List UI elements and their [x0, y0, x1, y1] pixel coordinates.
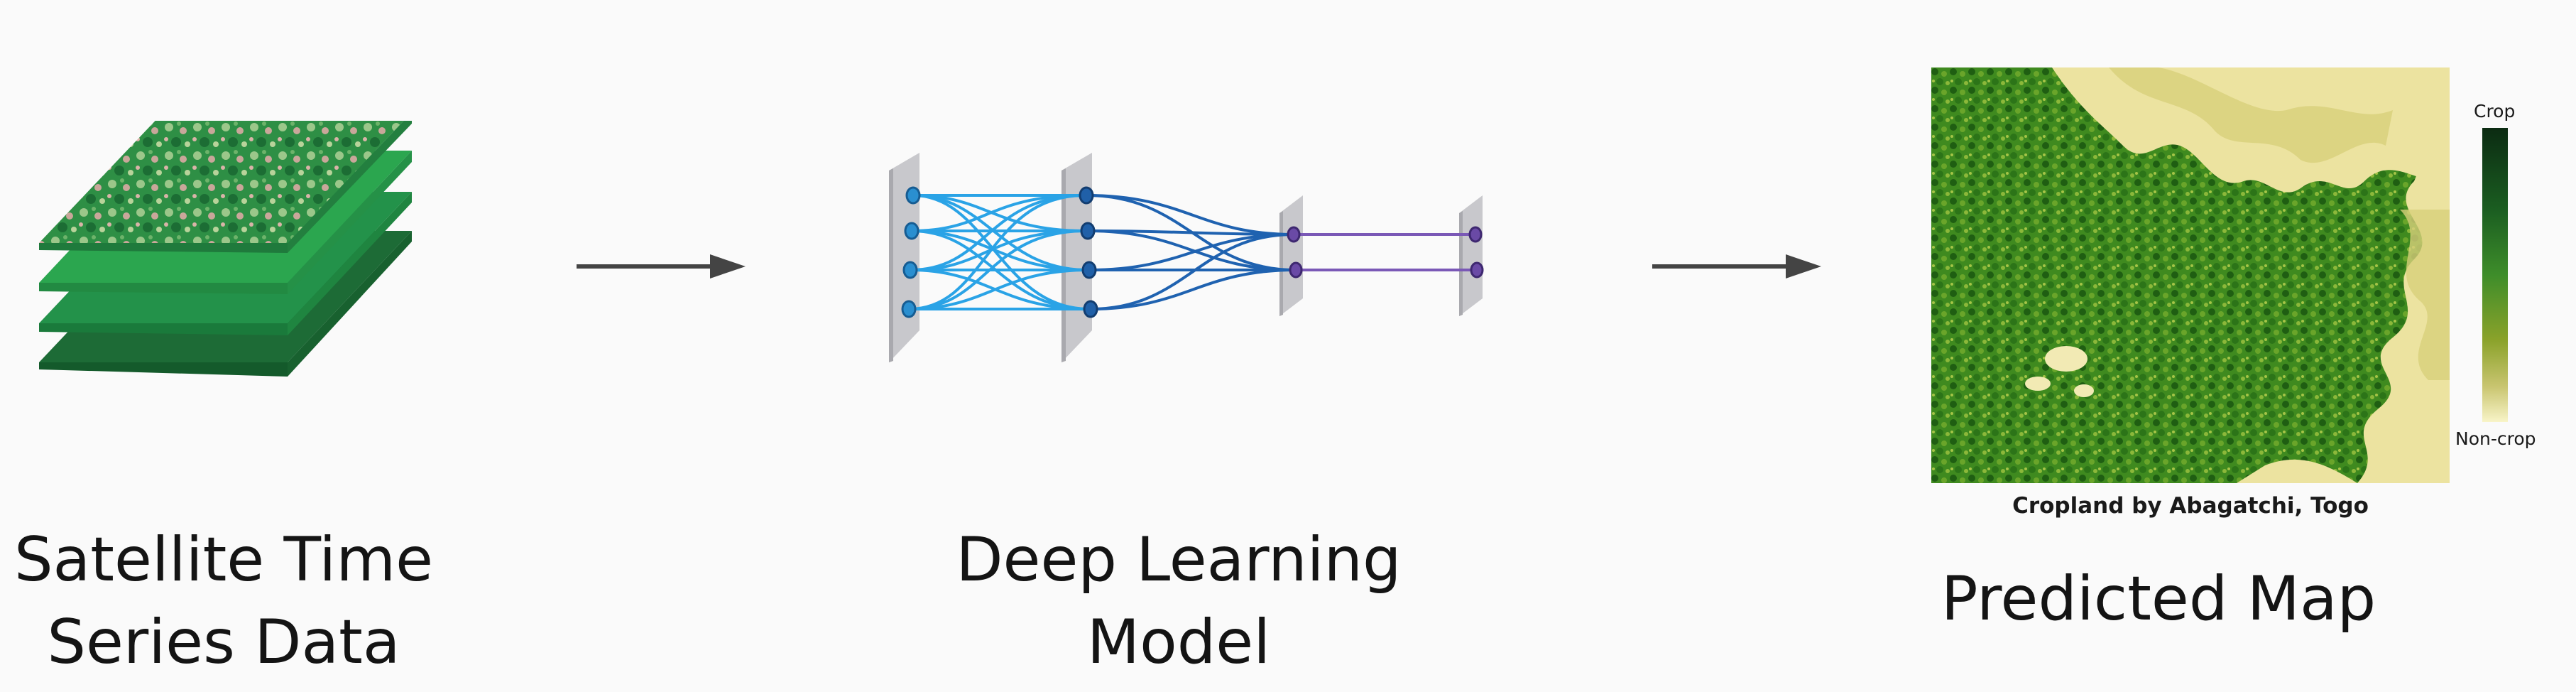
layer-panel-1	[889, 153, 919, 362]
arrow-right-icon	[1652, 254, 1821, 279]
layer-panel-3	[1279, 195, 1303, 316]
model-label: Deep Learning Model	[956, 524, 1402, 678]
layer-panel-4	[1459, 195, 1483, 316]
noncrop-edges	[2109, 67, 2450, 380]
colorbar-top-label: Crop	[2474, 101, 2516, 121]
connections-1	[908, 194, 1090, 310]
colorbar	[2482, 128, 2508, 422]
stack-layer-1-image	[39, 121, 412, 253]
layer-panel-2	[1061, 153, 1092, 362]
colorbar-bottom-label: Non-crop	[2455, 428, 2536, 449]
nodes-layer-4	[1468, 226, 1484, 279]
arrow-right-icon	[577, 254, 746, 279]
connections-3	[1294, 233, 1477, 271]
nodes-layer-2	[1079, 186, 1098, 318]
nodes-layer-1	[901, 186, 921, 318]
predicted-map-image	[1931, 67, 2450, 483]
noncrop-patches	[2025, 346, 2094, 397]
connections-2	[1086, 194, 1297, 310]
map-caption: Cropland by Abagatchi, Togo	[2012, 493, 2369, 519]
satellite-stack-icon	[39, 121, 412, 377]
satellite-label: Satellite Time Series Data	[13, 524, 434, 678]
neural-network-icon	[889, 153, 1484, 362]
nodes-layer-3	[1287, 226, 1303, 279]
map-label: Predicted Map	[1941, 563, 2376, 634]
